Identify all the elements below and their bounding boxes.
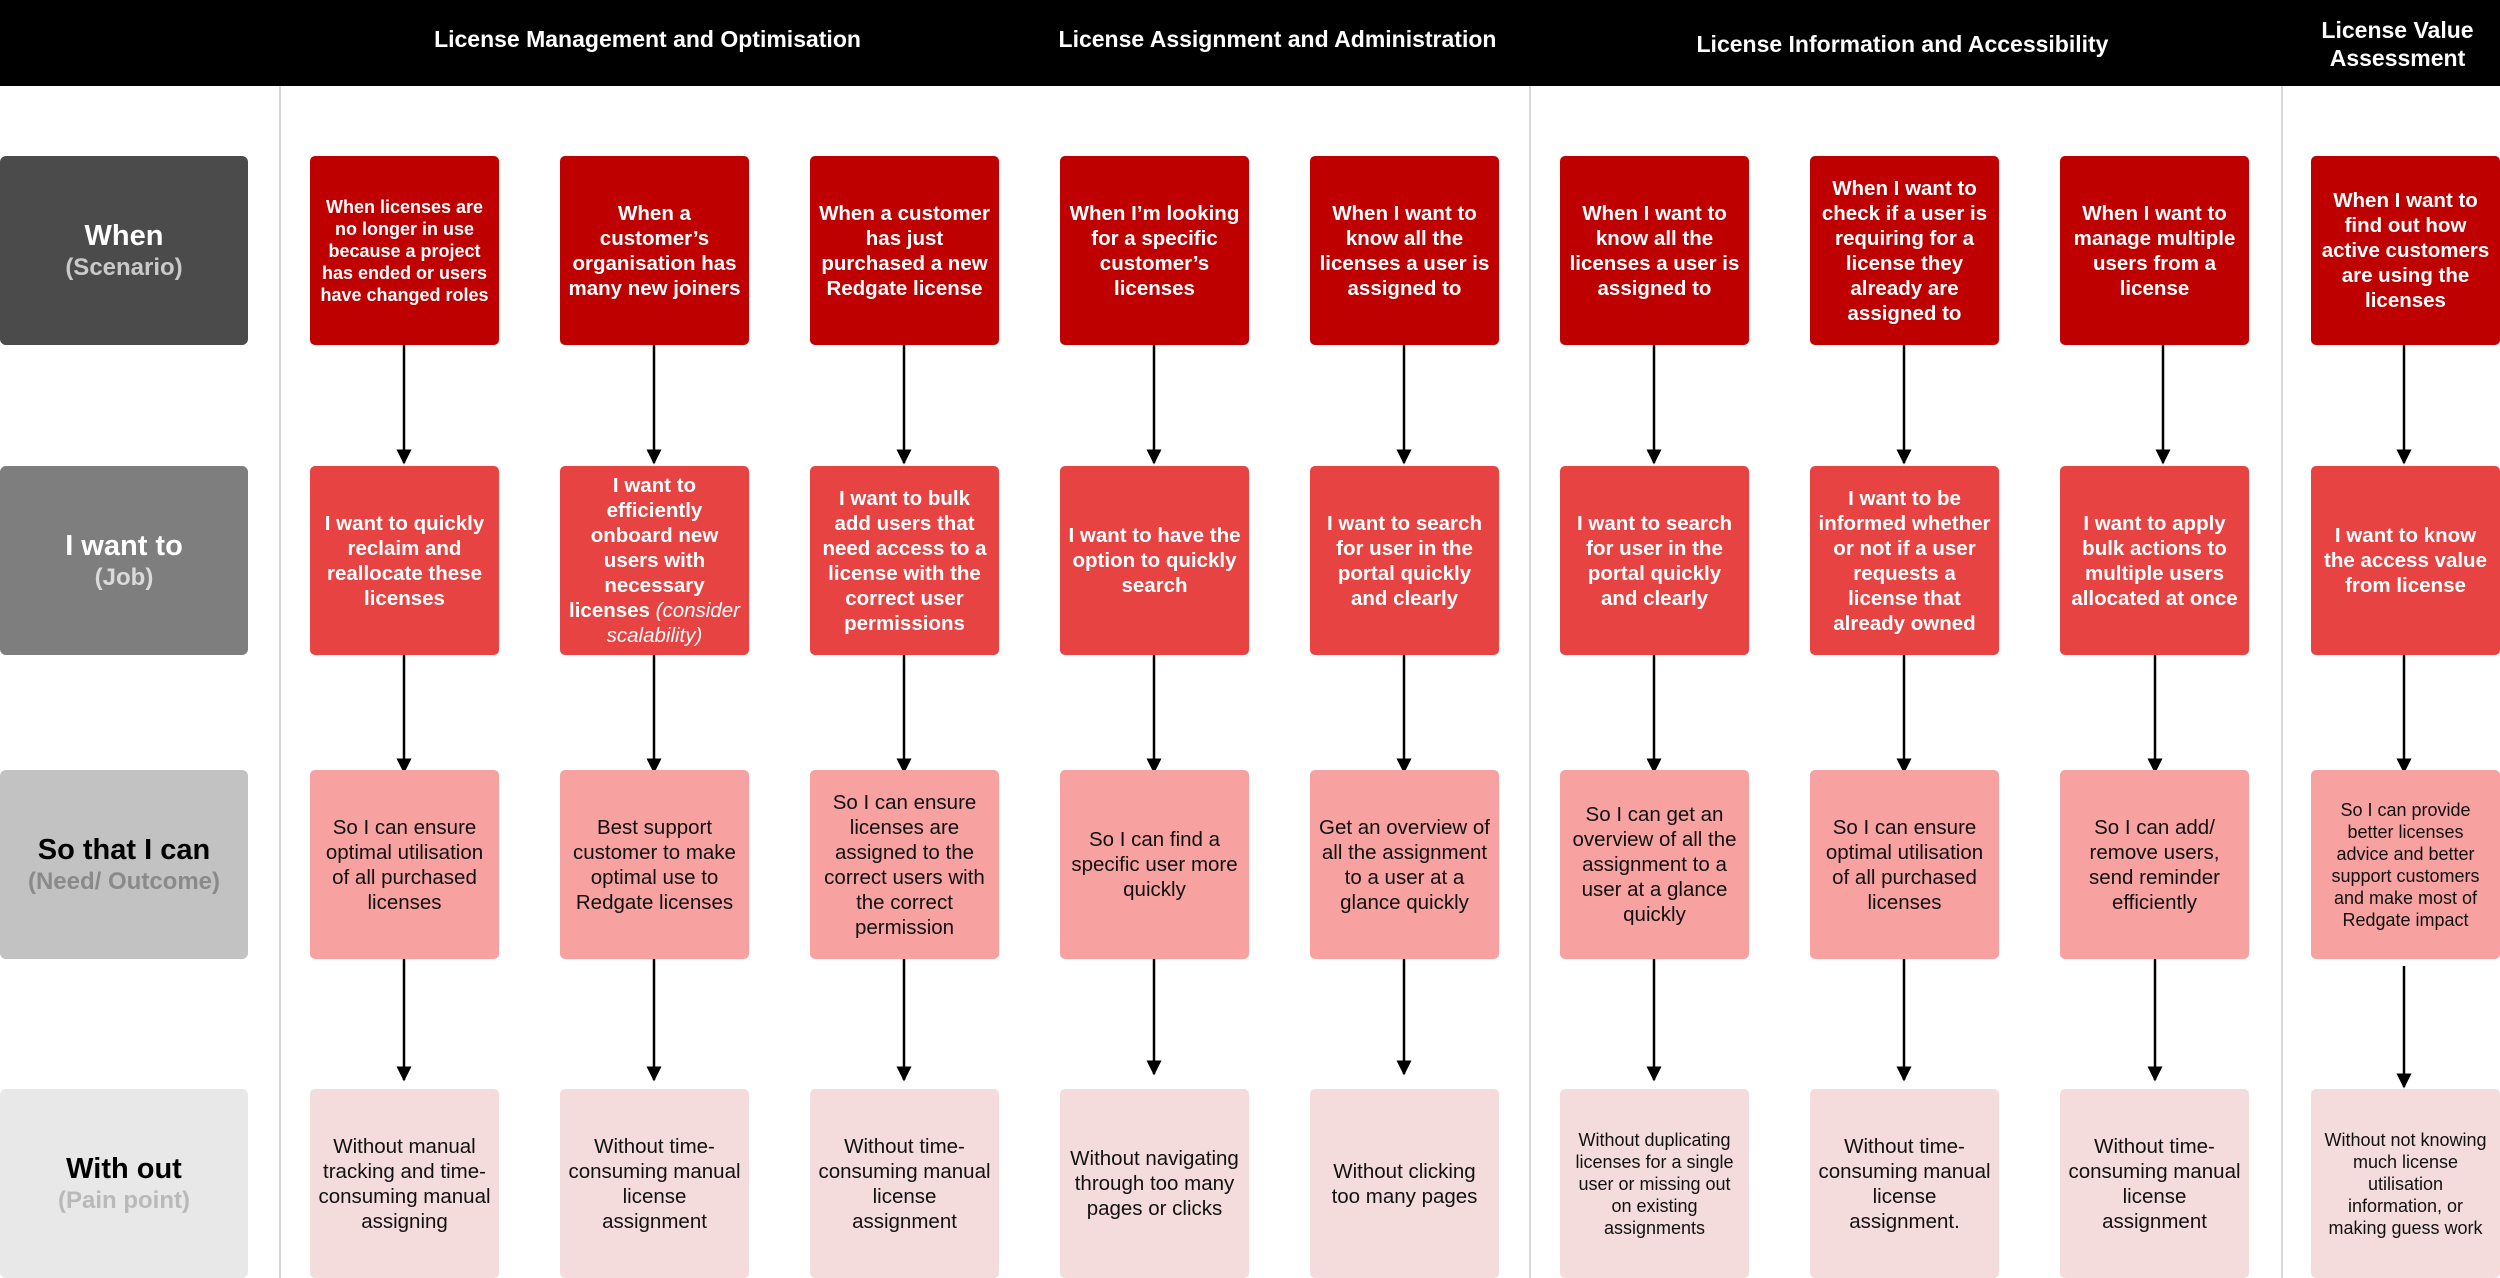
pain-card: Without time-consuming manual license as… xyxy=(2060,1089,2249,1278)
need-card: So I can ensure licenses are assigned to… xyxy=(810,770,999,959)
arrow-lines xyxy=(396,345,2412,1089)
group-divider xyxy=(279,86,281,1278)
pain-card: Without manual tracking and time-consumi… xyxy=(310,1089,499,1278)
job-card: I want to know the access value from lic… xyxy=(2311,466,2500,655)
row-label-when: When (Scenario) xyxy=(0,156,248,345)
pain-card: Without duplicating licenses for a singl… xyxy=(1560,1089,1749,1278)
when-card: When I’m looking for a specific customer… xyxy=(1060,156,1249,345)
pain-card: Without navigating through too many page… xyxy=(1060,1089,1249,1278)
row-label-main: With out xyxy=(66,1152,182,1185)
row-label-need: So that I can (Need/ Outcome) xyxy=(0,770,248,959)
group-title-assignment: License Assignment and Administration xyxy=(1058,26,1497,52)
need-card: So I can add/ remove users, send reminde… xyxy=(2060,770,2249,959)
when-card: When I want to know all the licenses a u… xyxy=(1560,156,1749,345)
row-label-main: When xyxy=(84,219,164,252)
row-label-pain: With out (Pain point) xyxy=(0,1089,248,1278)
job-card: I want to be informed whether or not if … xyxy=(1810,466,1999,655)
pain-card: Without clicking too many pages xyxy=(1310,1089,1499,1278)
when-card: When I want to manage multiple users fro… xyxy=(2060,156,2249,345)
when-card: When I want to find out how active custo… xyxy=(2311,156,2500,345)
job-card: I want to bulk add users that need acces… xyxy=(810,466,999,655)
need-card: So I can provide better licenses advice … xyxy=(2311,770,2500,959)
group-title-information: License Information and Accessibility xyxy=(1696,31,2109,57)
need-card: So I can ensure optimal utilisation of a… xyxy=(310,770,499,959)
when-card: When I want to know all the licenses a u… xyxy=(1310,156,1499,345)
job-card: I want to apply bulk actions to multiple… xyxy=(2060,466,2249,655)
row-label-main: I want to xyxy=(65,529,183,562)
group-title-value: License Value Assessment xyxy=(2321,17,2474,71)
when-card: When licenses are no longer in use becau… xyxy=(310,156,499,345)
row-label-main: So that I can xyxy=(37,833,211,866)
pain-card: Without time-consuming manual license as… xyxy=(1810,1089,1999,1278)
row-label-sub: (Need/ Outcome) xyxy=(27,867,221,895)
row-label-sub: (Pain point) xyxy=(58,1186,190,1214)
pain-card: Without not knowing much license utilisa… xyxy=(2311,1089,2500,1278)
row-label-job: I want to (Job) xyxy=(0,466,248,655)
need-card: Best support customer to make optimal us… xyxy=(560,770,749,959)
job-card: I want to have the option to quickly sea… xyxy=(1060,466,1249,655)
need-card: Get an overview of all the assignment to… xyxy=(1310,770,1499,959)
job-card: I want to quickly reclaim and reallocate… xyxy=(310,466,499,655)
pain-card: Without time-consuming manual license as… xyxy=(560,1089,749,1278)
group-title-management: License Management and Optimisation xyxy=(434,26,861,52)
row-label-sub: (Scenario) xyxy=(65,253,183,281)
need-card: So I can get an overview of all the assi… xyxy=(1560,770,1749,959)
header-bar: License Management and Optimisation Lice… xyxy=(0,0,2500,86)
job-card: I want to search for user in the portal … xyxy=(1310,466,1499,655)
row-label-sub: (Job) xyxy=(94,563,154,591)
group-divider xyxy=(2281,86,2283,1278)
when-card: When I want to check if a user is requir… xyxy=(1810,156,1999,345)
when-card: When a customer has just purchased a new… xyxy=(810,156,999,345)
pain-card: Without time-consuming manual license as… xyxy=(810,1089,999,1278)
job-card: I want to search for user in the portal … xyxy=(1560,466,1749,655)
need-card: So I can ensure optimal utilisation of a… xyxy=(1810,770,1999,959)
need-card: So I can find a specific user more quick… xyxy=(1060,770,1249,959)
job-card: I want to efficiently onboard new users … xyxy=(560,466,749,655)
when-card: When a customer’s organisation has many … xyxy=(560,156,749,345)
group-divider xyxy=(1529,86,1531,1278)
job-note: (consider scalability) xyxy=(606,599,740,647)
